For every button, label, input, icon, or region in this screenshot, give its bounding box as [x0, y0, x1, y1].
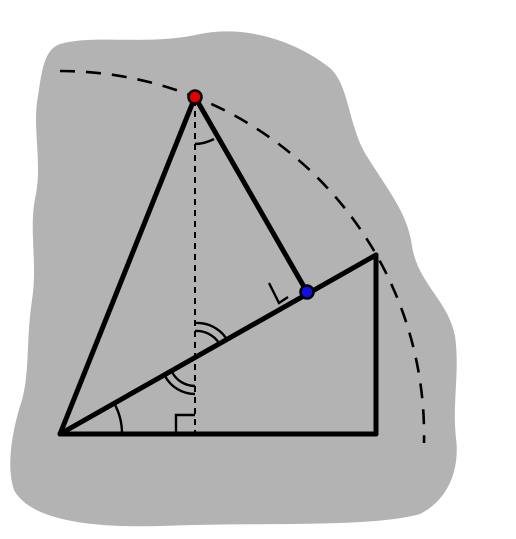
hypotenuse-line	[57, 252, 379, 437]
left-side	[57, 94, 198, 437]
right-angle-perpendicular-foot	[267, 282, 289, 305]
angle-arc-intersection-lower-outer	[163, 375, 196, 396]
angle-arc-intersection-inner	[194, 329, 220, 344]
right-angle-markers	[174, 282, 289, 434]
angle-arcs	[112, 137, 227, 435]
points	[187, 89, 315, 300]
angle-arc-intersection-outer	[194, 321, 227, 339]
main-triangle	[57, 94, 310, 437]
background-blob	[10, 31, 457, 527]
right-angle-altitude-foot	[174, 413, 195, 434]
angle-arc-apex	[194, 137, 215, 146]
apex-point	[187, 89, 203, 105]
angle-arc-intersection-lower-inner	[170, 371, 196, 388]
right-triangle	[57, 252, 379, 437]
foot-point	[299, 284, 315, 300]
angle-arc-left-vertex	[112, 402, 124, 435]
perpendicular-segment	[192, 94, 310, 295]
dashed-arc	[59, 69, 426, 444]
